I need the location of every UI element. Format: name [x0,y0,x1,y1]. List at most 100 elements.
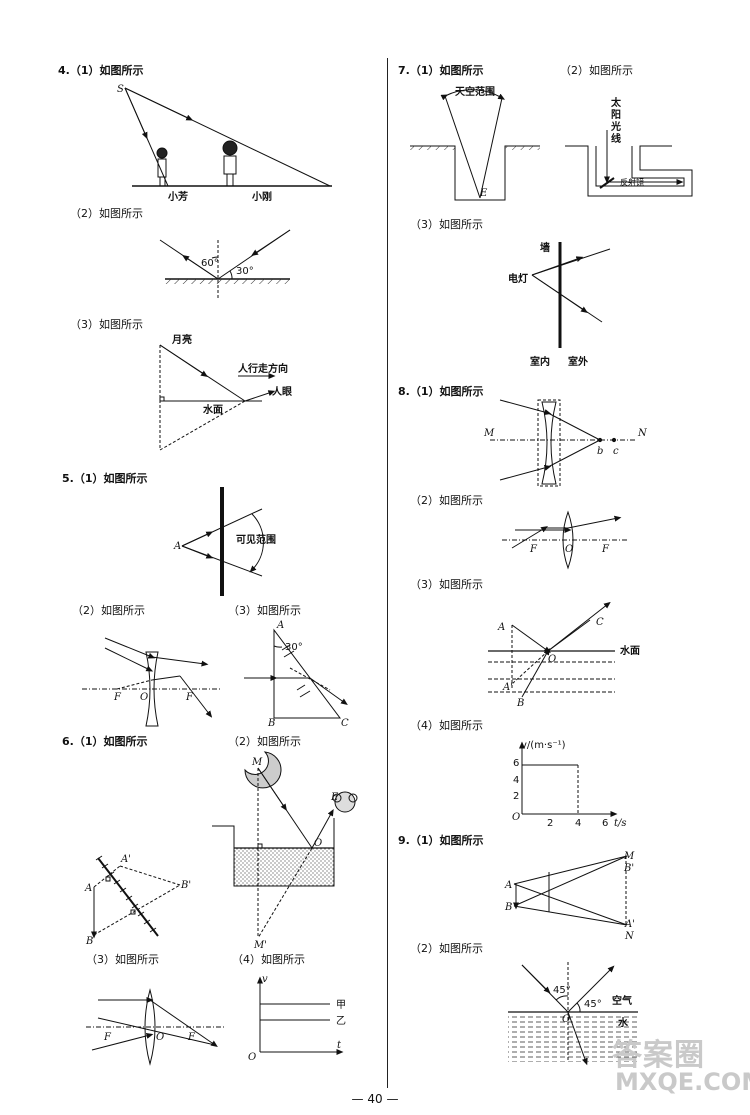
fig82-f2: F [601,544,610,555]
fig-7-2-sun-mirror [565,130,693,197]
fig91-a2: A' [624,919,635,930]
fig-8-1-concave-lens [490,399,636,487]
q8-2-label: （2）如图所示 [410,494,483,507]
column-divider [387,58,388,1088]
fig-8-2-convex-lens [502,510,628,570]
fig72-mirror: 反射镜 [620,177,644,187]
fig83-c: C [596,617,604,628]
fig51-a: A [173,541,181,552]
fig84-o: O [512,812,520,823]
q6-4-label: （4）如图所示 [232,953,305,966]
fig52-f1: F [113,692,122,703]
q5-1-label: 5.（1）如图所示 [62,472,148,485]
q7-1-label: 7.（1）如图所示 [398,64,484,77]
fig42-30: 30° [236,266,254,277]
fig92-water: 水 [617,1016,629,1029]
fig-4-3-moon-reflection [159,344,276,451]
q7-3-label: （3）如图所示 [410,218,483,231]
fig84-x4: 4 [575,818,581,829]
fig71-sky: 天空范围 [455,85,495,98]
fig71-e: E [479,188,488,199]
fig52-f2: F [185,692,194,703]
fig83-a2: A' [502,682,513,693]
q8-1-label: 8.（1）如图所示 [398,385,484,398]
watermark-url: MXQE.COM [615,1068,750,1096]
fig63-o: O [156,1032,164,1043]
fig-9-1-pinhole [513,855,628,926]
fig41-s: S [117,84,124,95]
q8-3-label: （3）如图所示 [410,578,483,591]
fig84-y2: 2 [513,791,519,802]
fig82-o: O [565,544,573,555]
q4-1-label: 4.（1）如图所示 [58,64,144,77]
q6-2-label: （2）如图所示 [228,735,301,748]
fig92-air: 空气 [612,994,632,1007]
fig62-o: O [314,838,322,849]
fig82-f1: F [529,544,538,555]
fig43-moon: 月亮 [171,333,192,346]
fig62-e: E [330,792,339,803]
fig-8-3-refraction [488,601,615,698]
fig72-sun: 太阳光线 [610,96,622,145]
q7-2-label: （2）如图所示 [560,64,633,77]
q4-3-label: （3）如图所示 [70,318,143,331]
q6-3-label: （3）如图所示 [86,953,159,966]
fig51-range: 可见范围 [236,533,276,546]
fig83-b: B [516,698,524,709]
fig73-lamp: 电灯 [508,272,528,285]
q4-2-label: （2）如图所示 [70,207,143,220]
q9-2-label: （2）如图所示 [410,942,483,955]
fig64-v: v [262,974,268,985]
fig-5-1-visible-range [181,487,264,596]
fig84-xlabel: t/s [614,818,627,829]
fig84-x2: 2 [547,818,553,829]
fig-5-2-concave-lens [82,637,220,727]
fig43-eye: 人眼 [272,385,292,398]
fig-6-1-plane-mirror [91,855,181,939]
q6-1-label: 6.（1）如图所示 [62,735,148,748]
fig-6-2-water-reflection [212,751,358,939]
fig83-water: 水面 [619,644,640,657]
fig43-water: 水面 [202,403,223,416]
fig53-c: C [341,718,349,729]
fig83-a: A [497,622,505,633]
fig63-f2: F [187,1032,196,1043]
fig53-a: A [276,620,284,631]
q9-1-label: 9.（1）如图所示 [398,834,484,847]
fig73-wall: 墙 [540,241,550,254]
page-number: — 40 — [351,1092,399,1106]
fig-4-1-shadow-diagram [124,87,332,187]
fig64-o: O [248,1052,256,1063]
fig61-b2: B' [180,880,191,891]
q5-3-label: （3）如图所示 [228,604,301,617]
fig-4-2-reflection [159,229,291,300]
fig73-inside: 室内 [530,355,550,368]
fig42-60: 60° [201,258,219,269]
fig91-n: N [624,931,635,942]
fig43-walk: 人行走方向 [238,362,288,375]
fig81-n: N [637,428,648,439]
fig-9-2-air-water [508,962,638,1066]
fig-8-4-vt-graph [519,741,618,817]
fig63-f1: F [103,1032,112,1043]
fig-6-4-vt-graph [257,976,344,1055]
fig91-a: A [504,880,512,891]
watermark-logo: 答案圈 [612,1038,705,1073]
fig84-y6: 6 [513,758,519,769]
fig92-45b: 45° [584,999,602,1010]
fig53-30: 30° [285,642,303,653]
fig61-b: B [85,936,93,947]
fig41-xiaogang: 小刚 [251,190,272,203]
fig81-c: c [613,446,619,457]
fig62-m2: M' [253,940,267,951]
fig64-yi: 乙 [336,1015,346,1027]
fig73-outside: 室外 [568,355,588,368]
fig91-b: B [504,902,512,913]
fig92-45a: 45° [553,985,571,996]
fig52-o: O [140,692,148,703]
fig61-a: A [84,883,92,894]
fig-7-3-wall-lamp [531,242,611,348]
fig81-m: M [483,428,495,439]
q5-2-label: （2）如图所示 [72,604,145,617]
